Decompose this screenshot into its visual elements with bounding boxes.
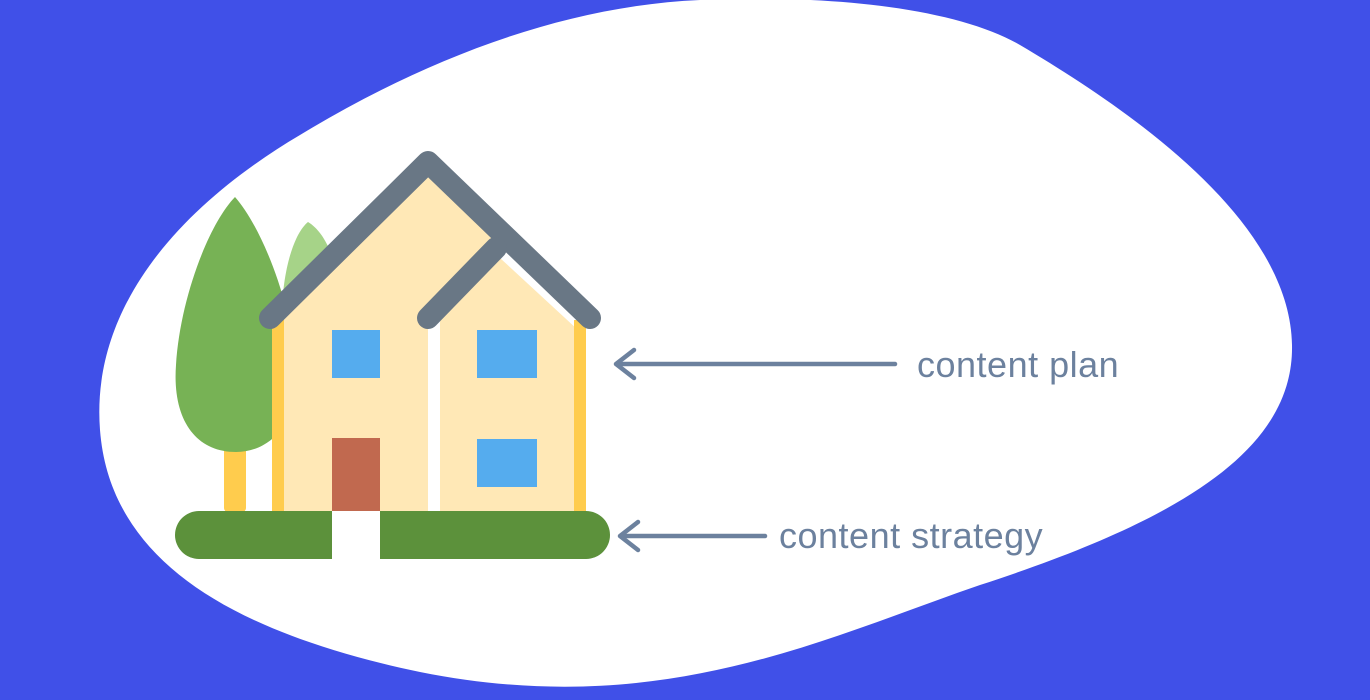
tree-trunk xyxy=(224,440,246,512)
arrow-content-strategy: content strategy xyxy=(617,515,1043,556)
grass-strip xyxy=(175,511,610,559)
arrow-head-icon xyxy=(617,519,641,553)
house-trim-left xyxy=(272,320,284,512)
tree-dark-foliage xyxy=(175,197,297,452)
arrow-content-plan: content plan xyxy=(613,344,1119,385)
front-path xyxy=(332,511,380,559)
door xyxy=(332,438,380,512)
roof-secondary xyxy=(417,237,507,329)
window-upper-left xyxy=(332,330,380,378)
roof-main xyxy=(259,151,601,329)
house-trim-middle xyxy=(428,322,440,512)
label-content-plan: content plan xyxy=(917,344,1119,385)
house-icon xyxy=(259,151,601,512)
foundation-grass xyxy=(175,511,610,559)
window-lower-right xyxy=(477,439,537,487)
house-trim-right xyxy=(574,320,586,512)
label-content-strategy: content strategy xyxy=(779,515,1043,556)
house-left-wall xyxy=(272,168,500,512)
arrow-head-icon xyxy=(613,347,637,381)
house-right-wall xyxy=(440,258,578,512)
window-upper-right xyxy=(477,330,537,378)
